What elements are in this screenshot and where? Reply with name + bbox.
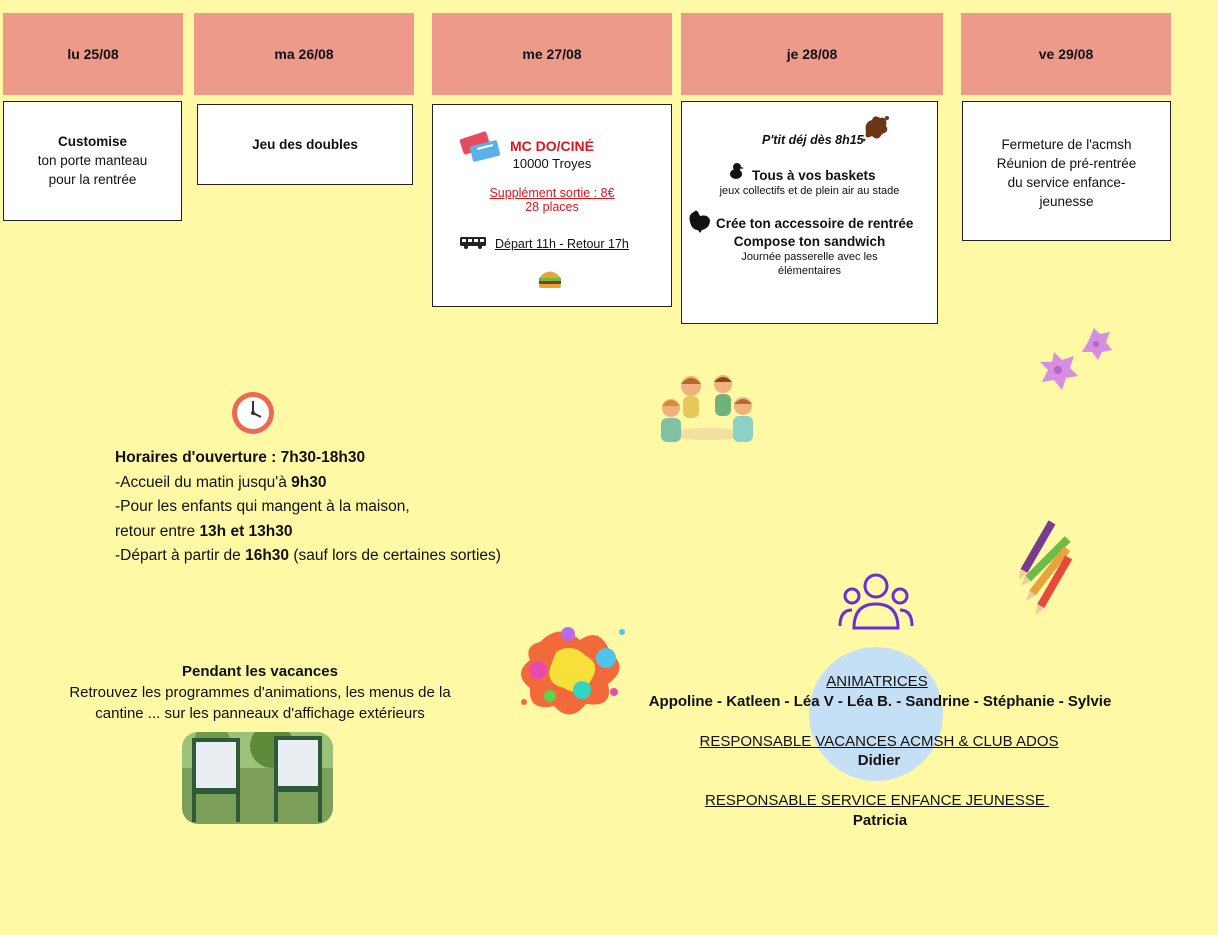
hours-morning-text: -Accueil du matin jusqu'à (115, 473, 292, 491)
flowers-decoration (1036, 322, 1116, 407)
resp-service-name: Patricia (852, 812, 908, 829)
wed-location: 10000 Troyes (512, 156, 592, 171)
day-box-tue: Jeu des doubles (197, 104, 413, 185)
vacances-text: Retrouvez les programmes d'animations, l… (69, 684, 451, 722)
wed-transport: Départ 11h - Retour 17h (495, 237, 629, 251)
notice-board-photo (182, 732, 333, 824)
places-text: 28 places (525, 200, 579, 214)
hours-lunch-text: retour entre (115, 522, 200, 540)
day-header-fri: ve 29/08 (961, 13, 1171, 95)
children-playing-illustration (655, 372, 759, 461)
thu-activity-1-sub: jeux collectifs et de plein air au stade (719, 185, 900, 197)
fri-line: jeunesse (1039, 194, 1094, 209)
resp-service-title: RESPONSABLE SERVICE ENFANCE JEUNESSE (705, 792, 1049, 809)
vacances-title: Pendant les vacances (182, 663, 338, 680)
wed-supplement: Supplément sortie : 8€ 28 places (433, 186, 671, 214)
ticket-icon (459, 129, 503, 168)
day-box-mon: Customise ton porte manteau pour la rent… (3, 101, 182, 221)
clock-icon (230, 390, 276, 441)
day-box-thu: P'tit déj dès 8h15 Tous à vos baskets je… (681, 101, 938, 324)
bus-icon (459, 235, 487, 254)
colored-pencils-icon (1008, 520, 1078, 621)
animatrices-title: ANIMATRICES (826, 673, 928, 690)
day-header-tue: ma 26/08 (194, 13, 414, 95)
hours-morning-time: 9h30 (291, 473, 327, 491)
thu-activity-2: Crée ton accessoire de rentrée (716, 216, 914, 231)
activity-line: pour la rentrée (48, 172, 137, 187)
thu-activity-1: Tous à vos baskets (752, 168, 876, 183)
thu-breakfast: P'tit déj dès 8h15 (762, 133, 864, 147)
fri-line: du service enfance- (1007, 175, 1126, 190)
hours-lunch-line1: -Pour les enfants qui mangent à la maiso… (115, 498, 410, 515)
day-header-mon: lu 25/08 (3, 13, 183, 95)
day-header-thu: je 28/08 (681, 13, 943, 95)
hours-title: Horaires d'ouverture : 7h30-18h30 (115, 449, 366, 466)
fri-line: Réunion de pré-rentrée (996, 156, 1137, 171)
staff-circle-decoration (809, 647, 943, 781)
chocolate-splash-icon (860, 112, 892, 149)
fri-line: Fermeture de l'acmsh (1001, 137, 1132, 152)
activity-title: Jeu des doubles (252, 137, 358, 152)
day-header-wed: me 27/08 (432, 13, 672, 95)
animatrices-names: Appoline - Katleen - Léa V - Léa B. - Sa… (648, 693, 1112, 710)
supplement-text: Supplément sortie : 8€ (489, 186, 615, 200)
hours-lunch: retour entre 13h et 13h30 (115, 520, 501, 545)
hours-morning: -Accueil du matin jusqu'à 9h30 (115, 471, 501, 496)
hours-departure: -Départ à partir de 16h30 (sauf lors de … (115, 544, 501, 569)
thu-activity-3-sub: Journée passerelle avec les élémentaires (741, 251, 878, 277)
resp-vacances-name: Didier (857, 752, 901, 769)
group-people-icon (838, 570, 914, 637)
wed-title: MC DO/CINÉ (510, 138, 594, 154)
resp-vacances-title: RESPONSABLE VACANCES ACMSH & CLUB ADOS (699, 733, 1059, 750)
hours-departure-text: -Départ à partir de (115, 547, 246, 564)
day-box-wed: MC DO/CINÉ 10000 Troyes Supplément sorti… (432, 104, 672, 307)
hours-departure-time: 16h30 (245, 547, 290, 564)
hen-icon (686, 208, 712, 239)
hours-departure-note: (sauf lors de certaines sorties) (289, 547, 501, 564)
hours-lunch-time: 13h et 13h30 (199, 522, 293, 540)
opening-hours: Horaires d'ouverture : 7h30-18h30 -Accue… (115, 446, 501, 569)
chick-icon (728, 162, 744, 185)
thu-activity-3: Compose ton sandwich (733, 234, 886, 249)
activity-line: ton porte manteau (37, 153, 148, 168)
vacances-info: Pendant les vacances Retrouvez les progr… (40, 661, 480, 724)
paint-splash-decoration (510, 612, 634, 737)
day-box-fri: Fermeture de l'acmsh Réunion de pré-rent… (962, 101, 1171, 241)
activity-title: Customise (57, 134, 128, 149)
burger-icon (537, 267, 563, 296)
